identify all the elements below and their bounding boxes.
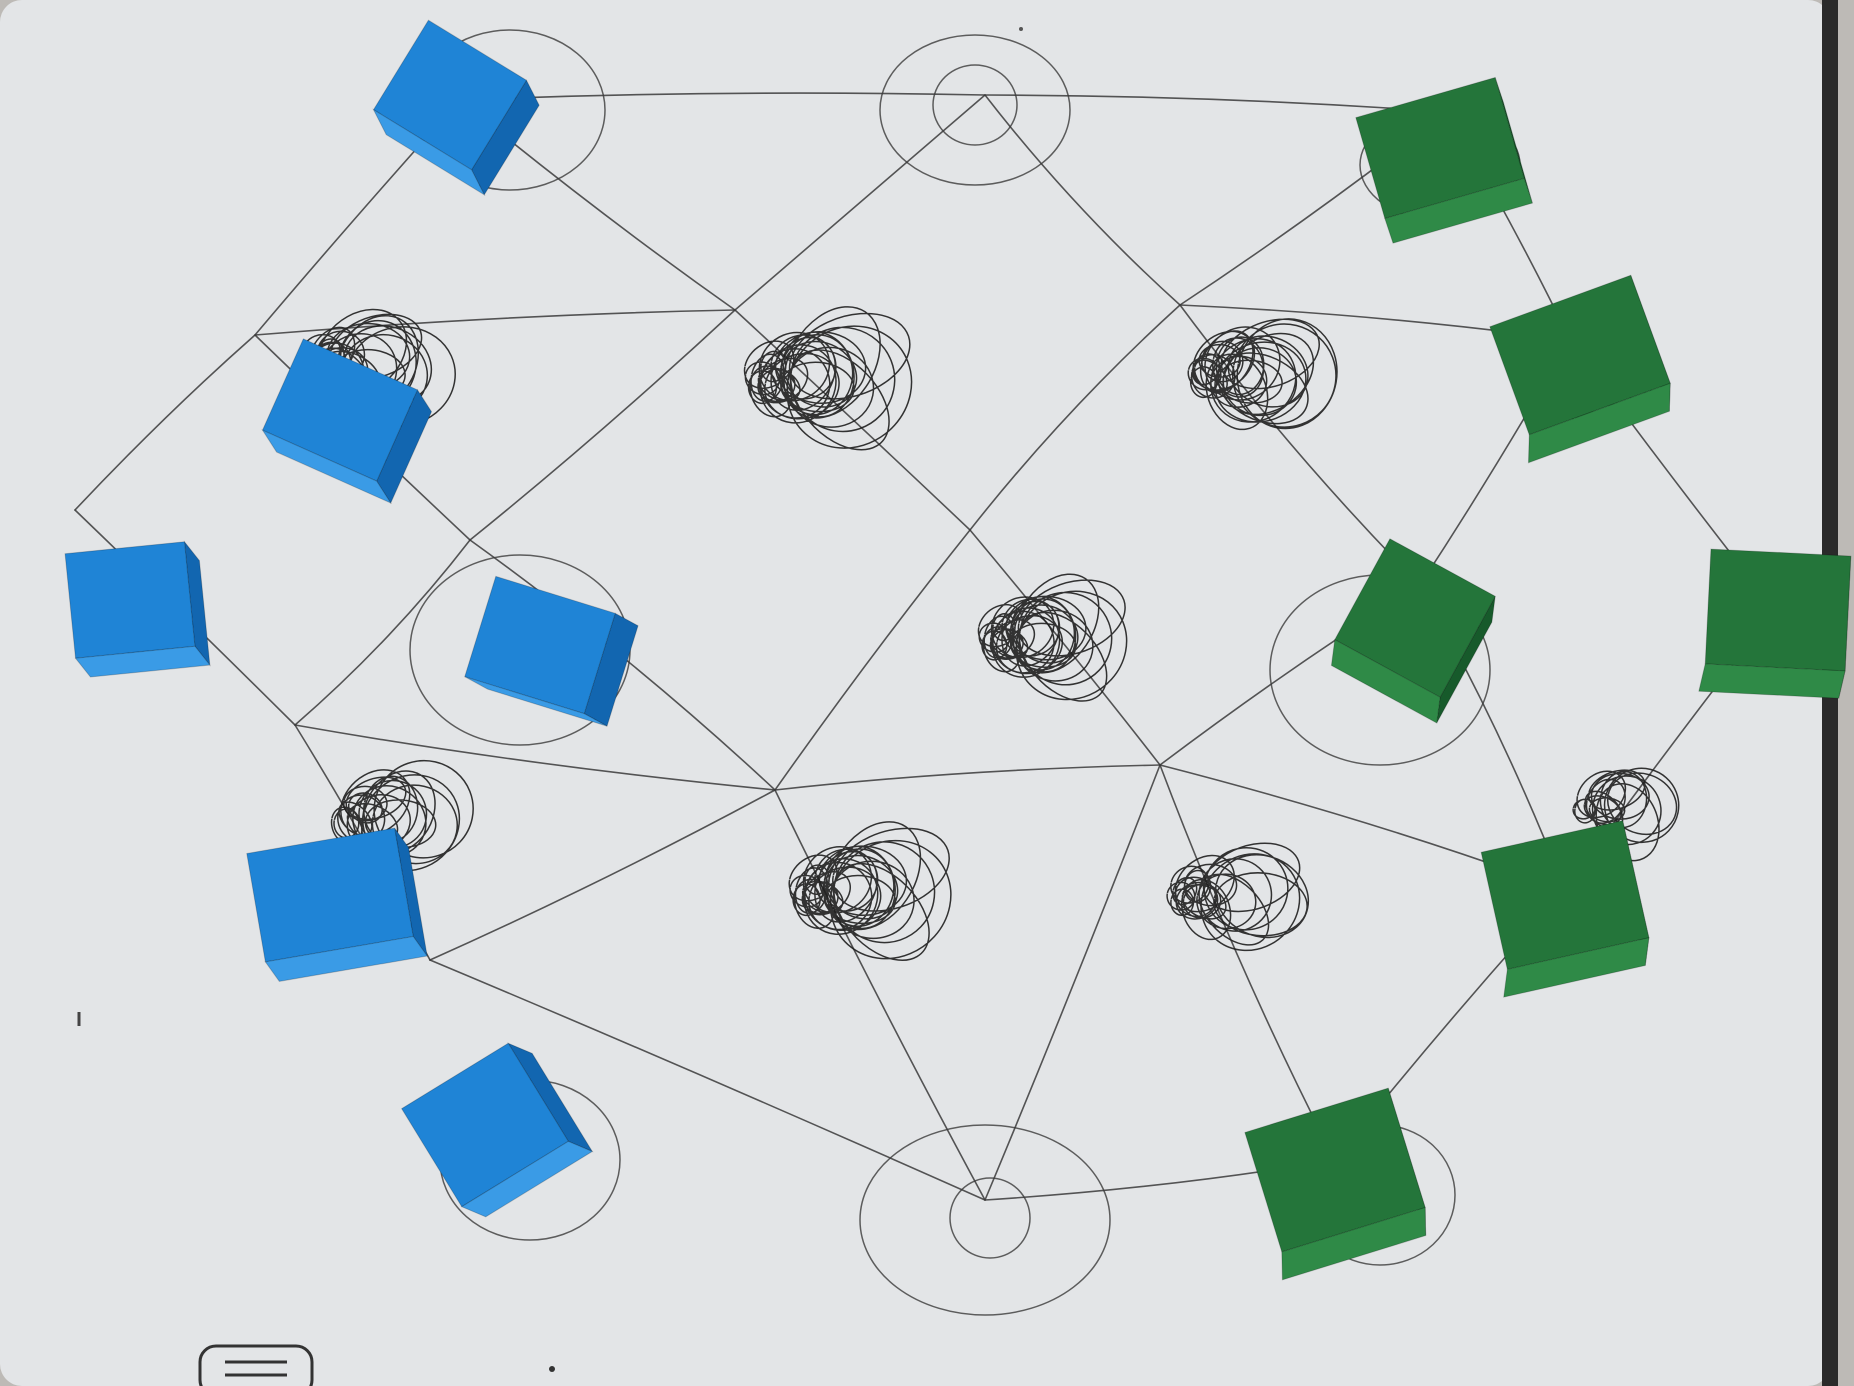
green-pieces <box>1244 76 1852 1281</box>
blue-piece[interactable] <box>64 540 211 678</box>
green-piece[interactable] <box>1489 274 1671 464</box>
pencil-edge <box>429 789 776 961</box>
pencil-edge <box>734 94 986 311</box>
pencil-edge <box>1159 764 1336 1161</box>
speck <box>1019 27 1023 31</box>
node-scribble-under-cube <box>1572 767 1680 862</box>
hidden-node-scribble <box>1187 318 1338 431</box>
green-piece[interactable] <box>1330 538 1496 724</box>
pencil-edge <box>984 764 1161 1201</box>
output-node-loop <box>949 1177 1031 1259</box>
pencil-edge <box>294 539 471 726</box>
pencil-edge <box>774 764 1161 791</box>
hidden-node-scribble <box>788 821 952 961</box>
blue-piece[interactable] <box>261 338 433 505</box>
pencil-edge <box>429 959 986 1201</box>
output-node-loop <box>879 34 1071 186</box>
blue-pieces <box>64 19 639 1218</box>
pencil-edge <box>469 539 776 791</box>
pencil-edge <box>294 724 776 791</box>
pencil-edge <box>774 789 986 1201</box>
pencil-edge <box>969 304 1181 531</box>
green-piece[interactable] <box>1244 1087 1427 1281</box>
green-piece[interactable] <box>1698 548 1852 699</box>
green-piece[interactable] <box>1480 820 1650 998</box>
pencil-edge <box>984 94 1449 113</box>
blue-piece[interactable] <box>246 827 429 982</box>
hidden-node-scribble <box>977 573 1128 702</box>
menu-icon[interactable] <box>198 1344 314 1386</box>
hidden-node-scribble <box>1166 842 1310 952</box>
blue-piece[interactable] <box>400 1042 594 1218</box>
output-node-loop <box>932 64 1018 146</box>
pencil-edge <box>469 309 736 541</box>
blue-piece[interactable] <box>464 575 639 727</box>
pencil-edge <box>774 529 971 791</box>
speck <box>549 1366 555 1372</box>
node-scribble-under-cube <box>330 759 474 872</box>
pencil-edge <box>254 309 736 336</box>
hidden-node-scribble <box>743 306 913 451</box>
blue-piece[interactable] <box>372 19 540 197</box>
pencil-edge <box>984 94 1181 306</box>
green-piece[interactable] <box>1355 76 1534 244</box>
pencil-edge <box>74 334 256 511</box>
output-node-loop <box>859 1124 1111 1316</box>
pencil-edge <box>734 309 971 531</box>
